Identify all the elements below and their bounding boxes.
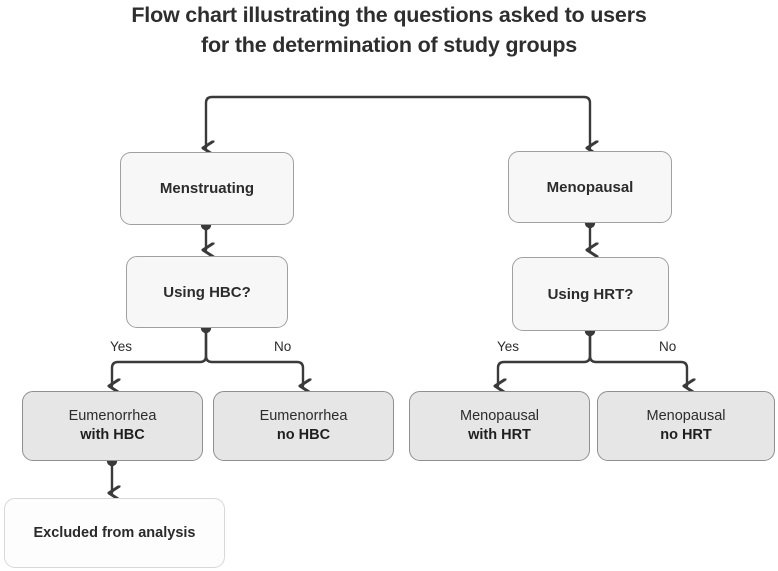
node-using-hrt-label: Using HRT? xyxy=(547,285,634,303)
node-menopausal-with-hrt-line-2: with HRT xyxy=(468,427,531,443)
page-title-line-1: Flow chart illustrating the questions as… xyxy=(131,3,647,27)
node-menopausal-with-hrt-line-1: Menopausal xyxy=(460,408,539,424)
node-menstruating[interactable]: Menstruating xyxy=(120,152,294,225)
node-eumenorrhea-with-hbc[interactable]: Eumenorrhea with HBC xyxy=(22,391,203,461)
edge-root-split xyxy=(206,95,590,148)
node-using-hbc-label: Using HBC? xyxy=(163,283,251,301)
node-menopausal-with-hrt-text: Menopausal with HRT xyxy=(410,407,589,445)
page-title-line-2: for the determination of study groups xyxy=(200,33,578,57)
node-eumenorrhea-no-hbc-line-2: no HBC xyxy=(276,427,331,443)
node-eumenorrhea-no-hbc-line-1: Eumenorrhea xyxy=(259,408,348,424)
edge-label-hbc-no: No xyxy=(274,339,292,354)
node-menopausal-with-hrt[interactable]: Menopausal with HRT xyxy=(409,391,590,461)
node-eumenorrhea-with-hbc-line-2: with HBC xyxy=(80,427,145,443)
node-using-hrt[interactable]: Using HRT? xyxy=(512,257,669,331)
edge-label-hbc-yes: Yes xyxy=(110,339,133,354)
node-eumenorrhea-with-hbc-line-1: Eumenorrhea xyxy=(68,408,157,424)
edge-hbc-yes xyxy=(112,325,208,386)
node-menopausal-no-hrt-line-2: no HRT xyxy=(660,427,712,443)
node-menopausal-no-hrt[interactable]: Menopausal no HRT xyxy=(597,391,775,461)
node-menopausal[interactable]: Menopausal xyxy=(508,151,672,223)
node-menstruating-label: Menstruating xyxy=(159,180,255,197)
node-excluded-from-analysis[interactable]: Excluded from analysis xyxy=(4,498,225,568)
node-menopausal-no-hrt-text: Menopausal no HRT xyxy=(598,407,774,445)
node-eumenorrhea-with-hbc-text: Eumenorrhea with HBC xyxy=(23,407,202,445)
node-eumenorrhea-no-hbc-text: Eumenorrhea no HBC xyxy=(214,407,393,445)
node-eumenorrhea-no-hbc[interactable]: Eumenorrhea no HBC xyxy=(213,391,394,461)
page-title: Flow chart illustrating the questions as… xyxy=(0,0,778,60)
edge-hbc-no xyxy=(204,325,303,386)
node-excluded-from-analysis-label: Excluded from analysis xyxy=(33,524,196,541)
edge-label-hrt-yes: Yes xyxy=(497,339,520,354)
node-menopausal-no-hrt-line-1: Menopausal xyxy=(646,408,726,424)
node-using-hbc[interactable]: Using HBC? xyxy=(126,256,288,328)
edge-label-hrt-no: No xyxy=(659,339,677,354)
node-menopausal-label: Menopausal xyxy=(546,178,634,196)
